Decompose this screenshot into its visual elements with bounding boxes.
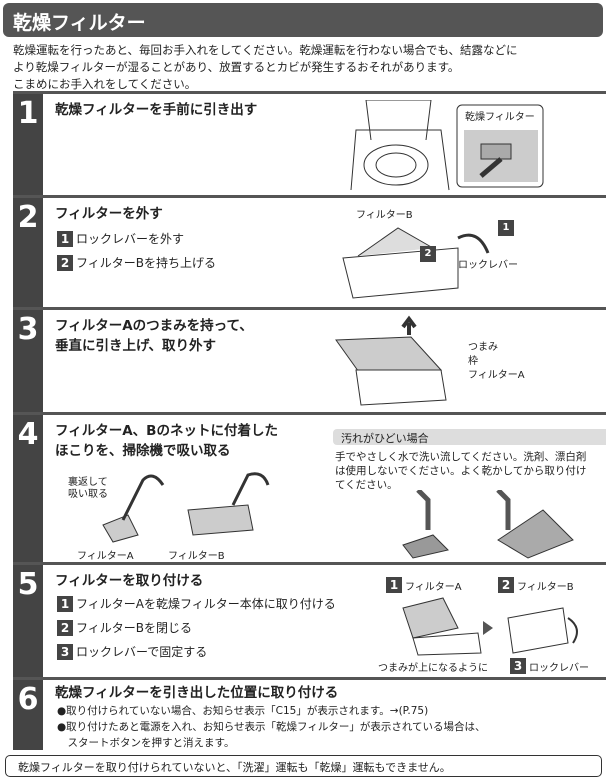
illustration-label: フィルターB bbox=[168, 551, 225, 562]
heading-line: ほこりを、掃除機で吸い取る bbox=[55, 443, 231, 459]
step-heading: 乾燥フィルターを引き出した位置に取り付ける bbox=[55, 685, 339, 701]
washer-illustration bbox=[350, 100, 450, 191]
warning-note: 乾燥フィルターを取り付けられていないと、「洗濯」運転も「乾燥」運転もできません。 bbox=[5, 755, 602, 777]
heavy-dirt-text: 手でやさしく水で洗い流してください。洗剤、漂白剤は使用しないでください。よく乾か… bbox=[335, 450, 586, 492]
illustration-label: フィルターB bbox=[356, 210, 413, 221]
label-text: フィルターB bbox=[517, 581, 574, 593]
substep-text: フィルターBを持ち上げる bbox=[76, 256, 216, 270]
illustration-label: 1 bbox=[498, 220, 514, 236]
substep-number: 1 bbox=[57, 230, 73, 247]
step-number: 2 bbox=[13, 198, 43, 307]
filter-callout-illustration bbox=[456, 104, 544, 188]
bullet-text: ●取り付けられていない場合、お知らせ表示「C15」が表示されます。→(P.75) bbox=[57, 705, 429, 717]
washing-illustration bbox=[402, 490, 574, 559]
step-heading: フィルターA、Bのネットに付着したほこりを、掃除機で吸い取る bbox=[55, 421, 278, 461]
step-number: 5 bbox=[13, 565, 43, 677]
illustration-label: ロックレバー bbox=[458, 260, 518, 271]
step-6: 6 乾燥フィルターを引き出した位置に取り付ける ●取り付けられていない場合、お知… bbox=[13, 677, 606, 750]
label-number: 3 bbox=[510, 658, 526, 674]
substep-text: フィルターAを乾燥フィルター本体に取り付ける bbox=[76, 597, 336, 611]
heading-line: フィルターAのつまみを持って、 bbox=[55, 318, 253, 334]
substep-text: フィルターBを閉じる bbox=[76, 621, 192, 635]
illustration-label: 枠 bbox=[468, 356, 478, 367]
intro-line: より乾燥フィルターが湿ることがあり、放置するとカビが発生するおそれがあります。 bbox=[13, 60, 460, 74]
step-number: 3 bbox=[13, 310, 43, 412]
page-title: 乾燥フィルター bbox=[3, 3, 603, 37]
substep-text: ロックレバーを外す bbox=[76, 232, 185, 246]
substep-number: 3 bbox=[57, 643, 73, 660]
heading-line: 垂直に引き上げ、取り外す bbox=[55, 338, 217, 354]
substep-text: ロックレバーで固定する bbox=[76, 645, 208, 659]
heading-line: フィルターA、Bのネットに付着した bbox=[55, 423, 278, 439]
text-line: 手でやさしく水で洗い流してください。洗剤、漂白剤 bbox=[335, 451, 587, 463]
step-heading: フィルターを外す bbox=[55, 206, 163, 222]
step-1: 1 乾燥フィルターを手前に引き出す 乾燥フィルター bbox=[13, 91, 606, 195]
label-line: 吸い取る bbox=[68, 489, 108, 500]
text-line: は使用しないでください。よく乾かしてから取り付け bbox=[335, 465, 587, 477]
intro-text: 乾燥運転を行ったあと、毎回お手入れをしてください。乾燥運転を行わない場合でも、結… bbox=[13, 42, 603, 93]
intro-line: 乾燥運転を行ったあと、毎回お手入れをしてください。乾燥運転を行わない場合でも、結… bbox=[13, 43, 518, 57]
intro-line: こまめにお手入れをしてください。 bbox=[13, 77, 197, 91]
step-heading: 乾燥フィルターを手前に引き出す bbox=[55, 102, 258, 118]
install-illustration bbox=[402, 597, 578, 656]
step-number: 1 bbox=[13, 94, 43, 195]
callout-label: 乾燥フィルター bbox=[465, 112, 535, 123]
step-heading: フィルターを取り付ける bbox=[55, 573, 204, 589]
label-number: 1 bbox=[386, 577, 402, 593]
illustration-label: つまみが上になるように bbox=[378, 663, 488, 674]
text-line: てください。 bbox=[335, 479, 398, 491]
step-3: 3 フィルターAのつまみを持って、垂直に引き上げ、取り外す つまみ 枠 フィルタ… bbox=[13, 307, 606, 412]
label-text: ロックレバー bbox=[529, 662, 589, 674]
label-number: 2 bbox=[498, 577, 514, 593]
illustration-label: フィルターA bbox=[77, 551, 134, 562]
label-line: 裏返して bbox=[68, 477, 108, 488]
illustration-label: 2 bbox=[420, 246, 436, 262]
substep-number: 2 bbox=[57, 254, 73, 271]
substep-number: 1 bbox=[57, 595, 73, 612]
step-heading: フィルターAのつまみを持って、垂直に引き上げ、取り外す bbox=[55, 316, 253, 356]
vacuum-illustration bbox=[102, 472, 270, 543]
substep-number: 2 bbox=[57, 619, 73, 636]
step-number: 6 bbox=[13, 680, 43, 750]
illustration-label: 裏返して吸い取る bbox=[68, 477, 108, 501]
step-4: 4 フィルターA、Bのネットに付着したほこりを、掃除機で吸い取る 裏返して吸い取… bbox=[13, 412, 606, 562]
bullet-text: スタートボタンを押すと消えます。 bbox=[57, 737, 235, 749]
step-number: 4 bbox=[13, 415, 43, 562]
heavy-dirt-box-title: 汚れがひどい場合 bbox=[333, 429, 606, 445]
filter-a-illustration bbox=[335, 315, 447, 406]
illustration-label: フィルターA bbox=[468, 370, 525, 381]
bullet-text: ●取り付けたあと電源を入れ、お知らせ表示「乾燥フィルター」が表示されている場合は… bbox=[57, 721, 486, 733]
label-text: フィルターA bbox=[405, 581, 462, 593]
illustration-label: つまみ bbox=[468, 342, 498, 353]
